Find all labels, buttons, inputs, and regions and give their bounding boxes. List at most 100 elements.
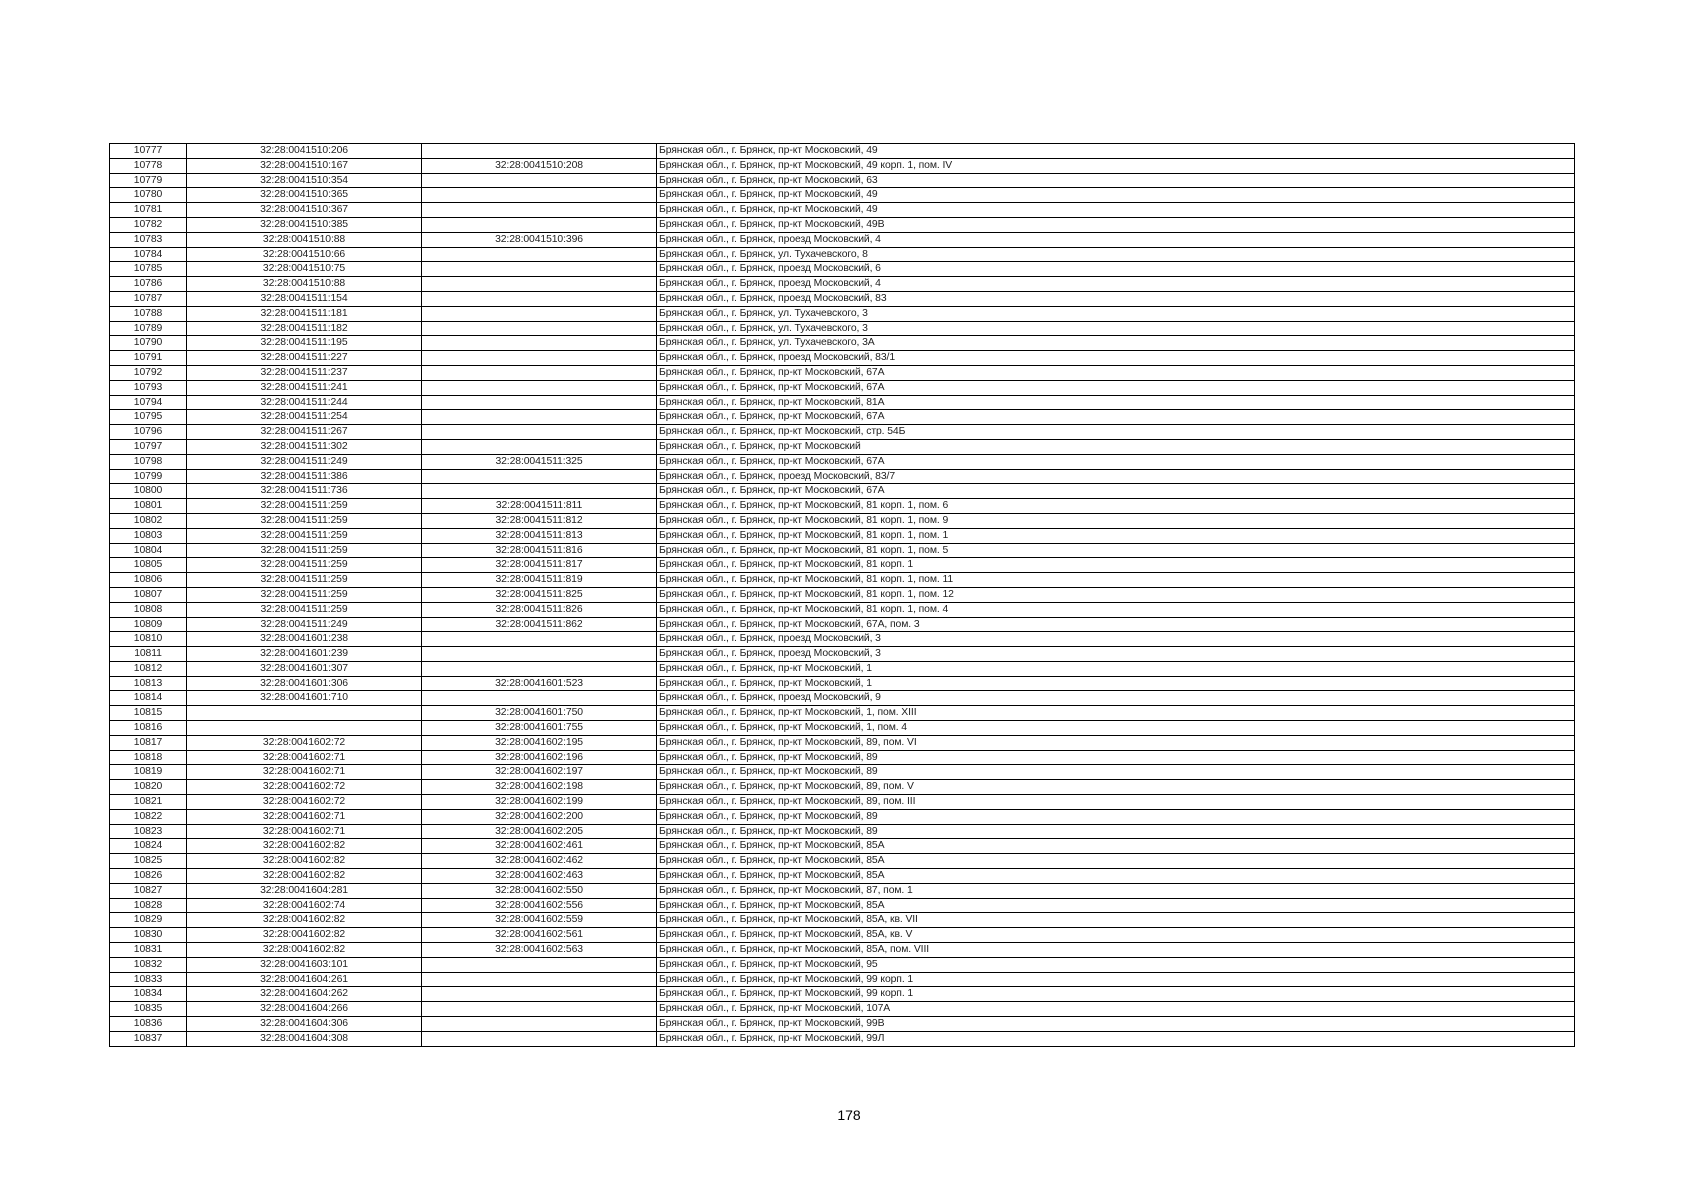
premises-cadastral-number-cell: 32:28:0041511:813 — [421, 528, 657, 544]
address-cell: Брянская обл., г. Брянск, пр-кт Московск… — [656, 454, 1575, 470]
premises-cadastral-number-cell: 32:28:0041511:325 — [421, 454, 657, 470]
row-number-cell: 10826 — [109, 868, 187, 884]
row-number-cell: 10777 — [109, 143, 187, 159]
address-cell: Брянская обл., г. Брянск, ул. Тухачевско… — [656, 321, 1575, 337]
address-cell: Брянская обл., г. Брянск, пр-кт Московск… — [656, 187, 1575, 204]
address-cell: Брянская обл., г. Брянск, пр-кт Московск… — [656, 602, 1575, 618]
cadastral-number-cell: 32:28:0041602:74 — [186, 898, 422, 914]
row-number-cell: 10819 — [109, 764, 187, 781]
cadastral-number-cell — [186, 720, 422, 736]
address-cell: Брянская обл., г. Брянск, пр-кт Московск… — [656, 824, 1575, 840]
cadastral-number-cell: 32:28:0041602:71 — [186, 764, 422, 781]
premises-cadastral-number-cell: 32:28:0041511:817 — [421, 557, 657, 574]
premises-cadastral-number-cell: 32:28:0041602:550 — [421, 883, 657, 899]
address-cell: Брянская обл., г. Брянск, пр-кт Московск… — [656, 750, 1575, 766]
premises-cadastral-number-cell — [421, 646, 657, 662]
cadastral-number-cell: 32:28:0041603:101 — [186, 957, 422, 973]
cadastral-number-cell: 32:28:0041511:259 — [186, 513, 422, 529]
cadastral-number-cell: 32:28:0041602:71 — [186, 750, 422, 766]
address-cell: Брянская обл., г. Брянск, пр-кт Московск… — [656, 986, 1575, 1003]
row-number-cell: 10802 — [109, 513, 187, 529]
row-number-cell: 10837 — [109, 1031, 187, 1047]
address-cell: Брянская обл., г. Брянск, пр-кт Московск… — [656, 735, 1575, 751]
premises-cadastral-number-cell: 32:28:0041602:556 — [421, 898, 657, 914]
cadastral-number-cell: 32:28:0041511:241 — [186, 380, 422, 396]
address-cell: Брянская обл., г. Брянск, пр-кт Московск… — [656, 764, 1575, 781]
row-number-cell: 10829 — [109, 912, 187, 929]
cadastral-number-cell: 32:28:0041604:281 — [186, 883, 422, 899]
row-number-cell: 10780 — [109, 187, 187, 204]
address-cell: Брянская обл., г. Брянск, пр-кт Московск… — [656, 957, 1575, 973]
address-cell: Брянская обл., г. Брянск, пр-кт Московск… — [656, 380, 1575, 396]
cadastral-number-cell: 32:28:0041601:306 — [186, 676, 422, 692]
premises-cadastral-number-cell — [421, 261, 657, 278]
premises-cadastral-number-cell — [421, 143, 657, 159]
premises-cadastral-number-cell — [421, 380, 657, 396]
premises-cadastral-number-cell: 32:28:0041602:559 — [421, 912, 657, 929]
address-cell: Брянская обл., г. Брянск, пр-кт Московск… — [656, 838, 1575, 855]
row-number-cell: 10800 — [109, 483, 187, 500]
cadastral-number-cell: 32:28:0041511:249 — [186, 617, 422, 633]
address-cell: Брянская обл., г. Брянск, пр-кт Московск… — [656, 720, 1575, 736]
cadastral-number-cell: 32:28:0041601:238 — [186, 631, 422, 648]
premises-cadastral-number-cell: 32:28:0041511:825 — [421, 587, 657, 603]
row-number-cell: 10795 — [109, 409, 187, 426]
premises-cadastral-number-cell — [421, 291, 657, 307]
row-number-cell: 10810 — [109, 631, 187, 648]
address-cell: Брянская обл., г. Брянск, проезд Московс… — [656, 690, 1575, 707]
address-cell: Брянская обл., г. Брянск, пр-кт Московск… — [656, 883, 1575, 899]
row-number-cell: 10790 — [109, 335, 187, 352]
cadastral-number-cell: 32:28:0041511:181 — [186, 306, 422, 322]
cadastral-number-cell: 32:28:0041602:82 — [186, 912, 422, 929]
address-cell: Брянская обл., г. Брянск, проезд Московс… — [656, 261, 1575, 278]
address-cell: Брянская обл., г. Брянск, пр-кт Московск… — [656, 853, 1575, 870]
row-number-cell: 10784 — [109, 247, 187, 263]
cadastral-number-cell: 32:28:0041511:259 — [186, 557, 422, 574]
premises-cadastral-number-cell: 32:28:0041602:200 — [421, 809, 657, 825]
address-cell: Брянская обл., г. Брянск, пр-кт Московск… — [656, 898, 1575, 914]
cadastral-number-cell: 32:28:0041602:72 — [186, 735, 422, 751]
cadastral-number-cell: 32:28:0041511:736 — [186, 483, 422, 500]
premises-cadastral-number-cell — [421, 247, 657, 263]
premises-cadastral-number-cell — [421, 202, 657, 218]
cadastral-number-cell: 32:28:0041510:88 — [186, 276, 422, 292]
address-cell: Брянская обл., г. Брянск, проезд Московс… — [656, 631, 1575, 648]
cadastral-number-cell: 32:28:0041511:259 — [186, 528, 422, 544]
cadastral-number-cell: 32:28:0041602:82 — [186, 942, 422, 958]
premises-cadastral-number-cell: 32:28:0041601:750 — [421, 705, 657, 722]
row-number-cell: 10817 — [109, 735, 187, 751]
cadastral-number-cell: 32:28:0041511:227 — [186, 350, 422, 366]
premises-cadastral-number-cell — [421, 321, 657, 337]
cadastral-number-cell: 32:28:0041511:386 — [186, 469, 422, 485]
cadastral-number-cell: 32:28:0041602:71 — [186, 824, 422, 840]
premises-cadastral-number-cell — [421, 1016, 657, 1032]
cadastral-number-cell: 32:28:0041511:259 — [186, 602, 422, 618]
row-number-cell: 10832 — [109, 957, 187, 973]
cadastral-number-cell: 32:28:0041604:308 — [186, 1031, 422, 1047]
premises-cadastral-number-cell — [421, 217, 657, 233]
row-number-cell: 10831 — [109, 942, 187, 958]
address-cell: Брянская обл., г. Брянск, пр-кт Московск… — [656, 158, 1575, 174]
